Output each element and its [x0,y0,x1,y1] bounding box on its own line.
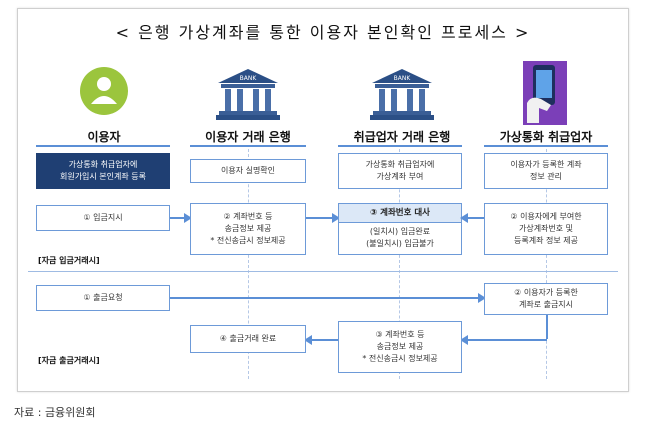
column-guide [248,149,249,379]
actor-dealer-bank-label: 취급업자 거래 은행 [353,130,451,144]
withdraw-section-label: [자금 출금거래시] [38,356,100,365]
arrow-right [306,213,340,223]
bank-icon: BANK [370,69,434,120]
arrow-left [460,213,484,223]
actor-user-bank-label: 이용자 거래 은행 [205,130,291,144]
mobile-phone-icon [523,61,567,125]
actor-underline [36,145,170,147]
bank-icon: BANK [216,69,280,120]
deposit-match-title: ③ 계좌번호 대사 [339,204,461,223]
arrow-left [460,335,547,345]
withdraw-complete-box: ④ 출금거래 완료 [190,325,306,353]
actor-user-label: 이용자 [87,130,121,144]
arrow-right [170,293,486,303]
arrow-left [304,335,338,345]
deposit-instruct-box: ① 입금지시 [36,205,170,231]
diagram-frame: < 은행 가상계좌를 통한 이용자 본인확인 프로세스 > BANK BANK [17,8,629,392]
user-bank-verify-box: 이용자 실명확인 [190,159,306,183]
user-icon [80,67,128,115]
svg-text:BANK: BANK [394,75,412,82]
deposit-match-box: ③ 계좌번호 대사 (일치시) 입금완료 (불일치시) 입금불가 [338,203,462,255]
actor-underline [190,145,306,147]
actor-underline [484,145,608,147]
deposit-section-label: [자금 입금거래시] [38,256,100,265]
diagram-title: < 은행 가상계좌를 통한 이용자 본인확인 프로세스 > [115,23,531,42]
svg-text:BANK: BANK [240,75,258,82]
withdraw-request-box: ① 출금요청 [36,285,170,311]
column-guide [399,149,400,379]
section-separator [28,271,618,272]
source-caption: 자료 : 금융위원회 [14,406,96,419]
column-guide [546,149,547,379]
actor-dealer-label: 가상통화 취급업자 [499,130,593,144]
actor-underline [338,145,462,147]
elbow-line [546,315,548,339]
arrow-right [170,213,192,223]
